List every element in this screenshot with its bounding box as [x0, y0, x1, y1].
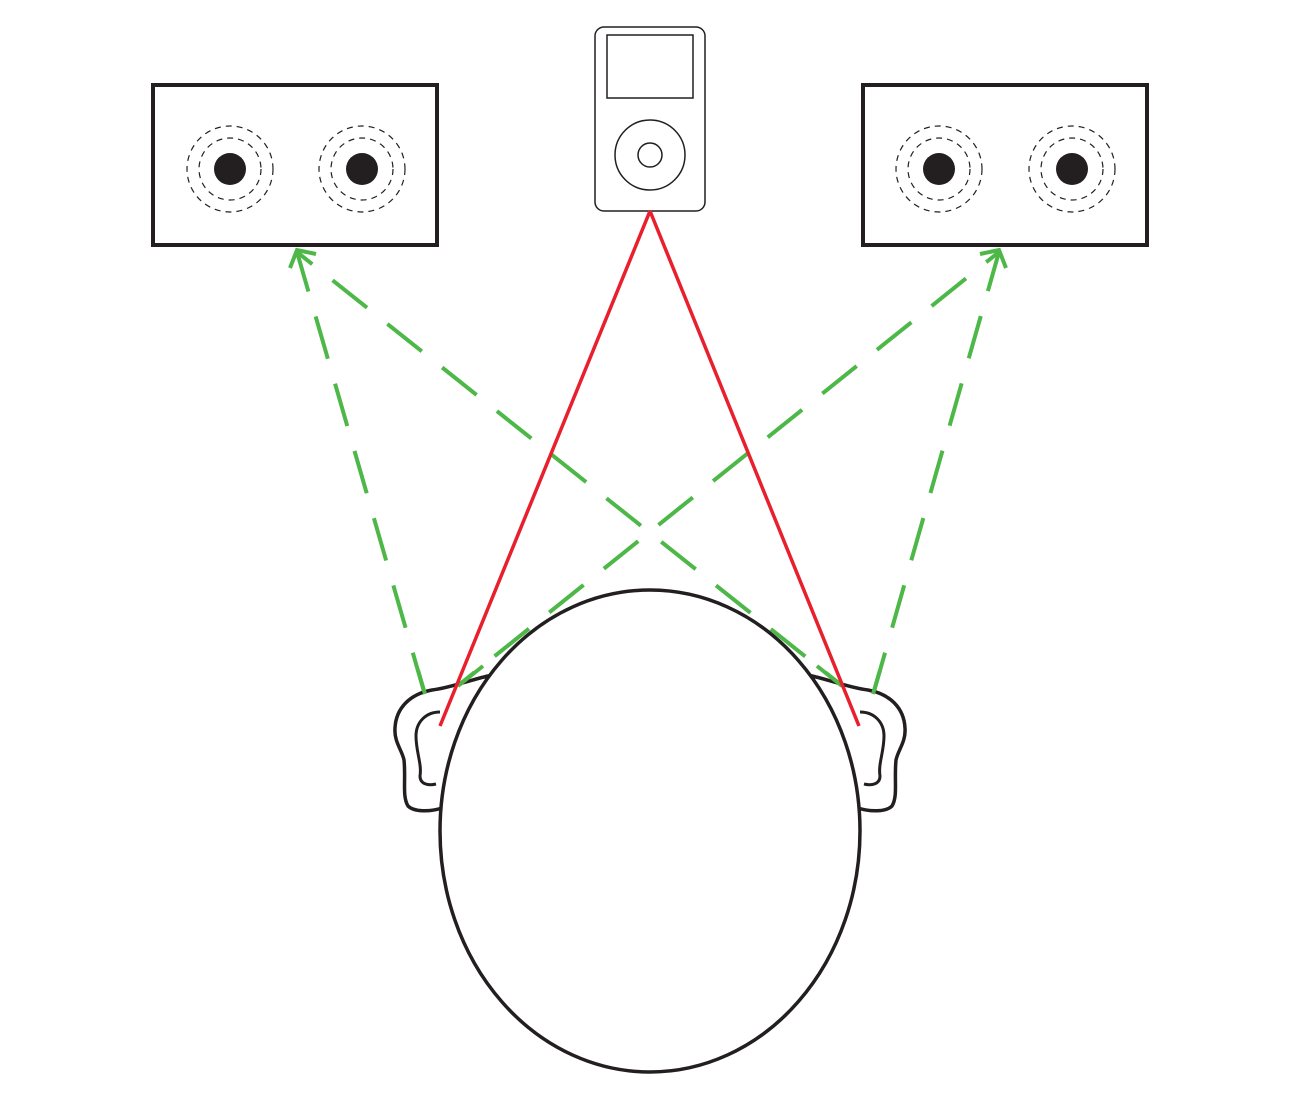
left-ear-inner: [414, 710, 441, 787]
right-speaker-to-left-ear-path: [438, 250, 1001, 702]
left-speaker-to-right-ear-path: [295, 250, 862, 702]
left-speaker-driver-1: [186, 125, 274, 213]
direct-sound-paths: [438, 210, 861, 727]
right-speaker-driver-1: [895, 125, 983, 213]
player-screen: [606, 34, 694, 99]
speaker-sound-paths-overlay: [416, 664, 882, 695]
right-speaker-driver-2: [1028, 125, 1116, 213]
speaker-sound-paths: [295, 250, 1001, 702]
player-to-right-ear-path: [648, 210, 861, 727]
right-speaker: [861, 83, 1149, 247]
left-speaker-arrowhead: [288, 247, 317, 269]
player-center-button: [637, 142, 663, 168]
player-to-left-ear-path: [438, 210, 652, 727]
arrowheads: [288, 247, 1008, 269]
head-outline: [438, 588, 862, 1074]
right-speaker-arrowhead: [979, 247, 1008, 269]
listener-head: [393, 588, 907, 1074]
left-speaker: [151, 83, 439, 247]
right-speaker-cabinet: [861, 83, 1149, 247]
right-ear-inner: [859, 710, 886, 787]
music-player-icon: [594, 26, 706, 212]
right-speaker-to-right-ear-path: [871, 251, 1001, 696]
right-ear-icon: [809, 673, 907, 813]
left-ear-icon: [393, 673, 491, 813]
left-speaker-cabinet: [151, 83, 439, 247]
left-speaker-driver-2: [318, 125, 406, 213]
left-speaker-to-left-ear-path: [295, 251, 427, 696]
